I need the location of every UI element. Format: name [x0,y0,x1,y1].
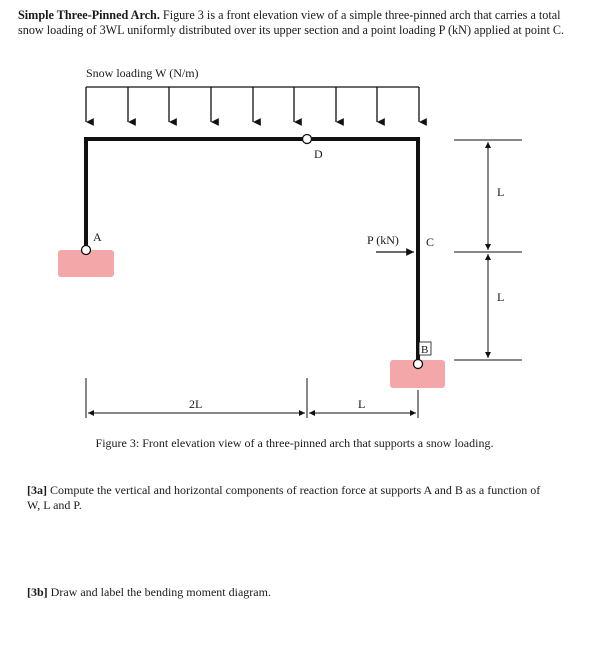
question-3b: [3b] Draw and label the bending moment d… [27,585,547,600]
question-text: Draw and label the bending moment diagra… [50,585,271,599]
question-tag: [3b] [27,585,48,599]
problem-statement: Simple Three-Pinned Arch. Figure 3 is a … [18,8,578,37]
vertical-dimension [454,139,522,361]
label-d: D [314,147,323,161]
figure-caption: Figure 3: Front elevation view of a thre… [95,436,494,450]
label-c: C [426,235,434,249]
question-text: Compute the vertical and horizontal comp… [27,483,541,512]
snow-load-label: Snow loading W (N/m) [86,66,199,80]
dim-label-2l: 2L [189,397,202,411]
question-tag: [3a] [27,483,47,497]
label-b-box [418,341,432,356]
pin-b [412,358,424,370]
pin-d [301,133,313,145]
dim-label-upper-l: L [497,185,504,199]
pin-a [80,244,92,256]
question-3a: [3a] Compute the vertical and horizontal… [27,483,547,512]
support-b [390,360,445,388]
point-load-label: P (kN) [367,233,399,247]
label-b: B [421,344,428,356]
arch-frame [84,137,420,364]
problem-title: Simple Three-Pinned Arch. [18,8,160,22]
dim-label-l: L [358,397,365,411]
load-arrows [85,87,427,126]
dim-label-lower-l: L [497,290,504,304]
support-a [58,250,114,277]
horizontal-dimension [85,378,419,418]
label-a: A [93,230,102,244]
problem-text: Figure 3 is a front elevation view of a … [18,8,565,37]
